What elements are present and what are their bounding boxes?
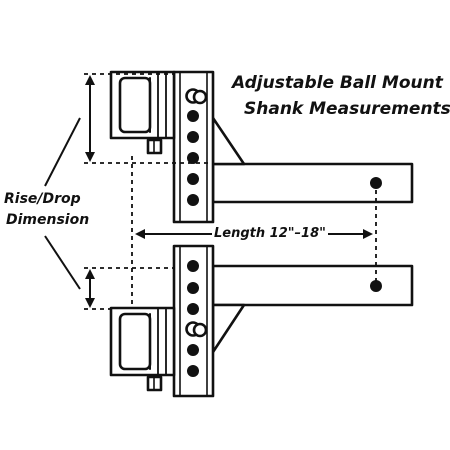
diagram-title-line2: Shank Measurements: [244, 99, 450, 119]
rise-drop-label-line1: Rise/Drop: [4, 191, 81, 207]
upper-gusset: [211, 116, 246, 166]
lower-drop-bar-hole: [192, 322, 208, 338]
upper-shank-pin-hole: [370, 177, 382, 189]
upper-ball-mount: [109, 70, 414, 224]
lower-drop-bar-hole: [187, 260, 199, 272]
lower-ball-mount: [109, 244, 414, 398]
lower-gusset: [211, 303, 246, 354]
lower-rise-drop-arrow: [85, 269, 95, 308]
upper-shank: [211, 162, 414, 204]
rise-drop-leader-upper: [44, 117, 81, 187]
length-label: Length 12"–18": [212, 226, 328, 241]
lower-drop-bar-hole: [187, 344, 199, 356]
lower-drop-bar-hole: [187, 365, 199, 377]
lower-drop-bar-hole: [187, 282, 199, 294]
upper-drop-bar-hole: [192, 89, 208, 105]
upper-drop-bar-hole: [187, 173, 199, 185]
rise-drop-label-line2: Dimension: [6, 212, 90, 228]
lower-shank: [211, 264, 414, 307]
diagram-title-line1: Adjustable Ball Mount: [232, 73, 443, 93]
rise-drop-leader-lower: [44, 235, 81, 290]
upper-drop-bar-hole: [187, 152, 199, 164]
upper-drop-bar-hole: [187, 110, 199, 122]
lower-drop-bar-hole: [187, 303, 199, 315]
upper-rise-drop-arrow: [85, 75, 95, 162]
lower-shank-pin-hole: [370, 280, 382, 292]
upper-drop-bar-hole: [187, 194, 199, 206]
upper-drop-bar-hole: [187, 131, 199, 143]
